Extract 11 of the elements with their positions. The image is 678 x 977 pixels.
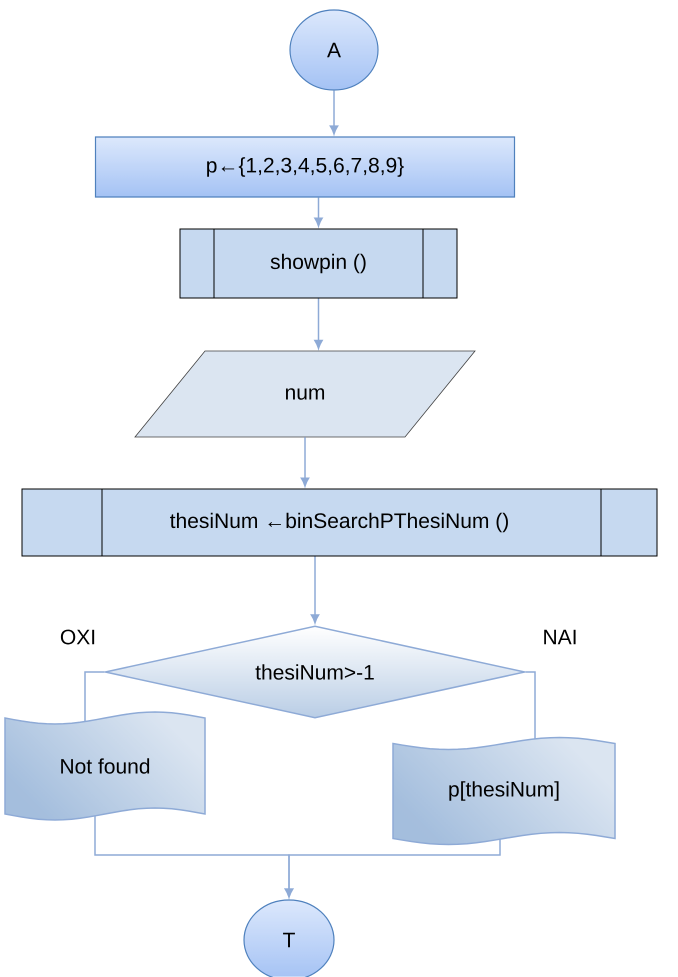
subroutine-box: thesiNum ←binSearchPThesiNum ()	[22, 488, 658, 556]
arrow	[330, 90, 338, 135]
edge-label: NAI	[542, 628, 578, 646]
arrow	[300, 437, 310, 487]
edge-label: OXI	[58, 628, 98, 646]
arrow	[284, 839, 501, 898]
arrow	[310, 556, 320, 624]
process-box: p←{1,2,3,4,5,6,7,8,9}	[94, 136, 516, 198]
arrow	[314, 298, 323, 349]
arrow	[314, 198, 323, 227]
subroutine-box: showpin ()	[180, 228, 458, 298]
